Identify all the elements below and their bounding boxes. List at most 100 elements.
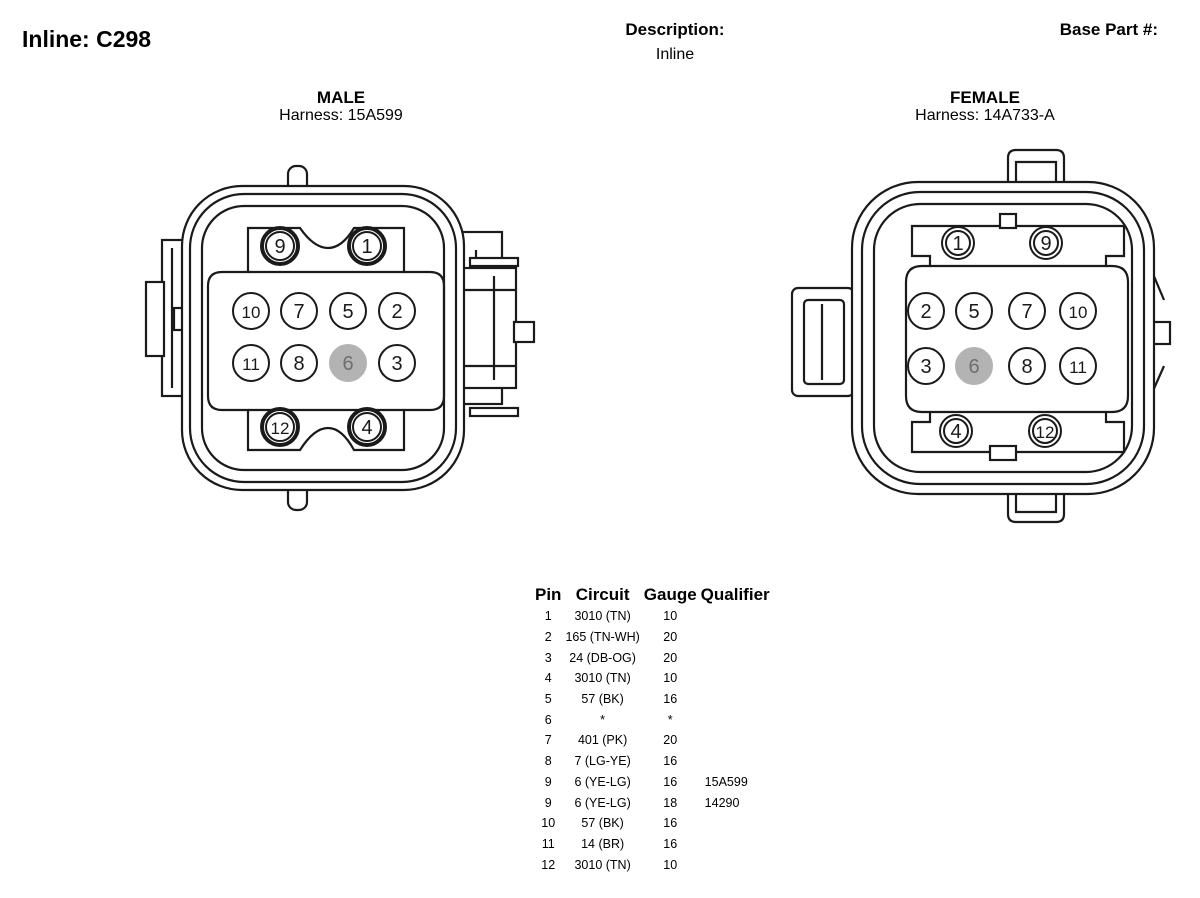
cell-qualifier: [699, 813, 772, 834]
female-pin-4: 4: [939, 414, 973, 448]
female-pin-11: 11: [1059, 347, 1097, 385]
cell-gauge: 20: [663, 650, 678, 665]
cell-circuit: 24 (DB-OG): [569, 650, 636, 665]
male-pin-label: 4: [361, 417, 372, 439]
male-pin-12: 12: [260, 407, 300, 447]
cell-qualifier: 15A599: [704, 774, 748, 789]
cell-circuit: 7 (LG-YE): [574, 754, 631, 769]
male-pin-label: 3: [391, 353, 402, 375]
male-pin-8: 8: [280, 344, 318, 382]
cell-gauge: 18: [663, 795, 678, 810]
cell-circuit: 6 (YE-LG): [574, 774, 631, 789]
cell-pin: 7: [544, 733, 552, 748]
female-pin-label: 9: [1040, 233, 1051, 255]
cell-qualifier: [699, 689, 772, 710]
cell-pin: 6: [544, 712, 552, 727]
cell-qualifier: [699, 647, 772, 668]
cell-circuit: 57 (BK): [581, 816, 624, 831]
table-row: 3 24 (DB-OG) 20: [533, 647, 772, 668]
cell-pin: 8: [544, 754, 552, 769]
cell-gauge: 16: [663, 754, 678, 769]
female-pin-label: 7: [1021, 301, 1032, 323]
male-pin-2: 2: [378, 292, 416, 330]
male-pin-9: 9: [260, 226, 300, 266]
female-pin-label: 4: [950, 421, 961, 443]
female-pin-3: 3: [907, 347, 945, 385]
cell-circuit: 3010 (TN): [574, 609, 631, 624]
cell-gauge: 20: [663, 733, 678, 748]
cell-pin: 4: [544, 671, 552, 686]
cell-pin: 3: [544, 650, 552, 665]
female-pin-9: 9: [1029, 226, 1063, 260]
female-pin-2: 2: [907, 292, 945, 330]
female-pin-grid: 1 9 2 5 7 10 3 6 8 11 4 12: [907, 226, 1097, 448]
female-pin-6: 6: [955, 347, 993, 385]
table-row: 9 6 (YE-LG) 16 15A599: [533, 772, 772, 793]
male-pin-4: 4: [347, 407, 387, 447]
description-value: Inline: [655, 46, 695, 63]
female-pin-8: 8: [1008, 347, 1046, 385]
cell-gauge: 20: [663, 630, 678, 645]
female-pin-5: 5: [955, 292, 993, 330]
cell-gauge: 16: [663, 836, 678, 851]
female-pin-label: 2: [920, 301, 931, 323]
cell-qualifier: 14290: [704, 795, 740, 810]
cell-circuit: *: [600, 712, 606, 727]
cell-pin: 2: [544, 630, 552, 645]
cell-pin: 12: [541, 857, 556, 872]
male-pin-label: 11: [242, 355, 260, 374]
female-connector-title: FEMALE: [950, 88, 1020, 107]
cell-pin: 9: [544, 795, 552, 810]
cell-pin: 9: [544, 774, 552, 789]
cell-pin: 10: [541, 816, 556, 831]
female-pin-10: 10: [1059, 292, 1097, 330]
cell-circuit: 165 (TN-WH): [565, 630, 640, 645]
female-pin-label: 1: [952, 233, 963, 255]
female-pin-label: 10: [1069, 303, 1088, 322]
male-pin-label: 8: [293, 353, 304, 375]
male-harness-label: Harness: 15A599: [279, 107, 403, 124]
female-pin-12: 12: [1028, 414, 1062, 448]
male-pin-label: 12: [271, 419, 290, 438]
female-pin-7: 7: [1008, 292, 1046, 330]
male-pin-1: 1: [347, 226, 387, 266]
female-top-key: [1006, 148, 1066, 186]
female-left-latch: [790, 286, 856, 398]
cell-qualifier: [699, 834, 772, 855]
female-bottom-key: [1006, 492, 1066, 524]
cell-gauge: 16: [663, 774, 678, 789]
cell-pin: 1: [544, 609, 552, 624]
cell-qualifier: [699, 730, 772, 751]
female-pin-1: 1: [941, 226, 975, 260]
cell-circuit: 3010 (TN): [574, 857, 631, 872]
cell-circuit: 3010 (TN): [574, 671, 631, 686]
female-harness-label: Harness: 14A733-A: [915, 107, 1055, 124]
male-pin-label: 1: [361, 236, 372, 258]
cell-gauge: 16: [663, 816, 678, 831]
cell-gauge: 10: [663, 857, 678, 872]
cell-qualifier: [699, 668, 772, 689]
cell-circuit: 6 (YE-LG): [574, 795, 631, 810]
female-connector: [790, 148, 1172, 524]
cell-gauge: 16: [663, 692, 678, 707]
table-row: 8 7 (LG-YE) 16: [533, 751, 772, 772]
cell-qualifier: [699, 709, 772, 730]
cell-circuit: 57 (BK): [581, 692, 624, 707]
cell-pin: 11: [541, 836, 555, 851]
male-connector: [144, 164, 536, 512]
table-row: 6**: [533, 709, 772, 730]
male-pin-label: 9: [274, 236, 285, 258]
female-pin-label: 12: [1036, 423, 1055, 442]
female-pin-label: 8: [1021, 356, 1032, 378]
male-pin-label: 2: [391, 301, 402, 323]
female-pin-label: 6: [968, 356, 979, 378]
male-pin-label: 10: [242, 303, 261, 322]
